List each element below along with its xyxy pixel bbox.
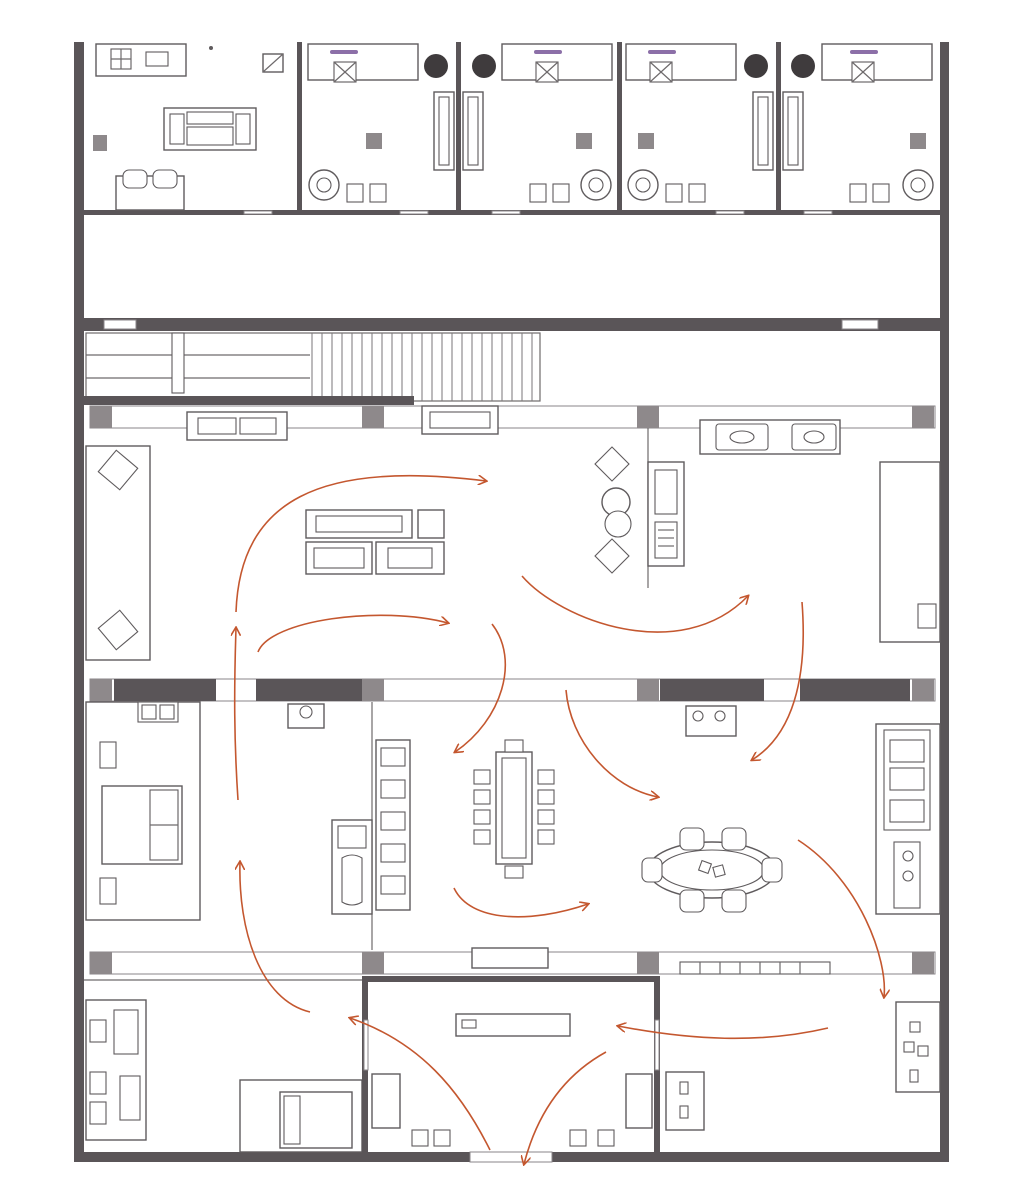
sink-icon — [715, 423, 837, 451]
entrance-hall — [362, 976, 660, 1163]
mid-wall — [89, 678, 936, 702]
workroom-3 — [625, 42, 781, 212]
sofa-icon — [305, 509, 445, 575]
lower-wall — [84, 947, 936, 981]
corridor-doors — [103, 210, 879, 330]
kitchen — [647, 419, 941, 643]
stair-icon — [311, 333, 533, 401]
bed-icon — [101, 785, 183, 865]
sofa-icon — [163, 107, 257, 151]
living-room — [85, 405, 632, 661]
dining-table-icon — [641, 827, 783, 913]
master-bedroom — [85, 701, 373, 950]
workroom-1 — [307, 42, 461, 212]
storage-icon — [895, 1001, 941, 1093]
dining-hall — [375, 705, 941, 915]
bed-icon — [279, 1091, 353, 1149]
office-lounge — [93, 42, 302, 212]
workroom-4 — [782, 43, 934, 203]
workroom-2 — [462, 42, 622, 212]
door-icon — [469, 1151, 553, 1163]
desk-icon — [333, 61, 357, 83]
staircase — [85, 332, 541, 402]
exterior-walls — [74, 42, 949, 1162]
service-room — [665, 1001, 941, 1131]
guest-room — [85, 999, 363, 1153]
circulation-arrows — [235, 474, 885, 1164]
dining-table-icon — [473, 739, 555, 879]
